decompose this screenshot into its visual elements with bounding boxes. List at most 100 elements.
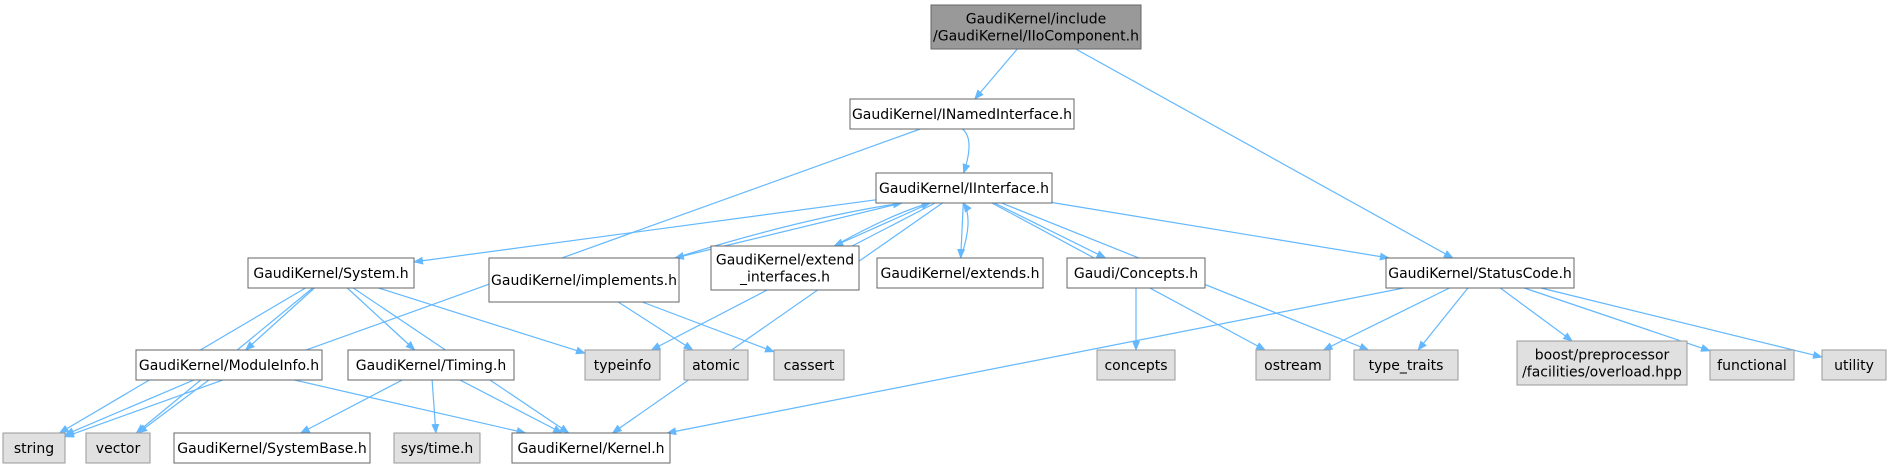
node-inamed[interactable]: GaudiKernel/INamedInterface.h	[849, 98, 1075, 130]
node-timing[interactable]: GaudiKernel/Timing.h	[347, 349, 515, 381]
edge-inamed-to-iinterface	[961, 128, 971, 174]
node-box-extend_if	[710, 245, 860, 291]
node-implements[interactable]: GaudiKernel/implements.h	[488, 257, 680, 303]
node-label-statuscode-0: GaudiKernel/StatusCode.h	[1388, 266, 1572, 282]
node-box-statuscode	[1385, 257, 1575, 289]
node-label-kernel-0: GaudiKernel/Kernel.h	[517, 441, 664, 457]
node-label-root-1: /GaudiKernel/IIoComponent.h	[933, 29, 1139, 45]
edge-moduleinfo-to-string	[64, 379, 195, 436]
node-label-ostream-0: ostream	[1264, 358, 1322, 374]
node-label-iinterface-0: GaudiKernel/IInterface.h	[879, 181, 1049, 197]
node-kernel[interactable]: GaudiKernel/Kernel.h	[511, 432, 671, 464]
edge-statuscode-to-kernel	[666, 287, 1404, 436]
node-box-cassert	[773, 349, 845, 381]
node-label-concepts_h-0: Gaudi/Concepts.h	[1074, 266, 1198, 282]
node-box-systembase	[173, 432, 371, 464]
node-label-root-0: GaudiKernel/include	[966, 12, 1107, 28]
node-utility: utility	[1821, 349, 1887, 381]
nodes-layer: GaudiKernel/include/GaudiKernel/IIoCompo…	[2, 4, 1887, 464]
node-systembase[interactable]: GaudiKernel/SystemBase.h	[173, 432, 371, 464]
node-box-timing	[347, 349, 515, 381]
node-box-string	[2, 432, 66, 464]
node-label-system-0: GaudiKernel/System.h	[253, 266, 408, 282]
node-extends[interactable]: GaudiKernel/extends.h	[876, 257, 1044, 289]
edge-implements-to-iinterface	[674, 200, 903, 259]
node-box-system	[247, 257, 415, 289]
node-ostream: ostream	[1255, 349, 1331, 381]
edge-iinterface-to-extend_if	[833, 202, 931, 247]
node-box-concepts_h	[1066, 257, 1206, 289]
node-box-kernel	[511, 432, 671, 464]
node-system[interactable]: GaudiKernel/System.h	[247, 257, 415, 289]
node-box-vector	[85, 432, 151, 464]
node-label-string-0: string	[14, 441, 54, 457]
node-atomic: atomic	[683, 349, 749, 381]
node-label-timing-0: GaudiKernel/Timing.h	[356, 358, 506, 374]
node-box-systime	[393, 432, 481, 464]
node-label-boost-0: boost/preprocessor	[1535, 348, 1670, 364]
node-label-type_traits-0: type_traits	[1369, 358, 1444, 374]
edge-statuscode-to-utility	[1540, 287, 1823, 359]
edge-implements-to-cassert	[641, 301, 775, 353]
edge-iinterface-to-concepts_h	[994, 202, 1107, 259]
edge-statuscode-to-boost	[1499, 287, 1574, 342]
node-box-functional	[1709, 349, 1795, 381]
edge-iinterface-to-statuscode	[1051, 201, 1390, 261]
edge-root-to-statuscode	[1075, 48, 1454, 259]
edge-extend_if-to-iinterface	[833, 201, 932, 247]
node-box-utility	[1821, 349, 1887, 381]
edge-root-to-inamed	[974, 48, 1018, 100]
node-label-extend_if-1: _interfaces.h	[739, 270, 830, 286]
node-box-atomic	[683, 349, 749, 381]
node-label-typeinfo-0: typeinfo	[594, 358, 652, 374]
node-statuscode[interactable]: GaudiKernel/StatusCode.h	[1385, 257, 1575, 289]
node-box-iinterface	[875, 172, 1053, 204]
node-label-atomic-0: atomic	[692, 358, 740, 374]
node-iinterface[interactable]: GaudiKernel/IInterface.h	[875, 172, 1053, 204]
node-label-moduleinfo-0: GaudiKernel/ModuleInfo.h	[139, 358, 319, 374]
edge-iinterface-to-implements	[673, 202, 903, 260]
node-label-functional-0: functional	[1717, 358, 1787, 374]
node-box-root	[930, 4, 1142, 50]
node-label-vector-0: vector	[96, 441, 141, 457]
edge-system-to-moduleinfo	[244, 287, 315, 351]
edge-statuscode-to-type_traits	[1417, 287, 1469, 351]
edge-statuscode-to-ostream	[1322, 287, 1450, 351]
node-extend_if[interactable]: GaudiKernel/extend_interfaces.h	[710, 245, 860, 291]
edge-iinterface-to-system	[413, 199, 877, 265]
edge-moduleinfo-to-kernel	[294, 379, 527, 435]
edge-timing-to-systembase	[299, 379, 403, 434]
node-boost: boost/preprocessor/facilities/overload.h…	[1516, 340, 1688, 386]
node-box-inamed	[849, 98, 1075, 130]
node-box-extends	[876, 257, 1044, 289]
node-box-implements	[488, 257, 680, 303]
node-typeinfo: typeinfo	[584, 349, 661, 381]
edge-timing-to-kernel	[459, 379, 563, 434]
node-moduleinfo[interactable]: GaudiKernel/ModuleInfo.h	[135, 349, 323, 381]
node-box-moduleinfo	[135, 349, 323, 381]
node-box-type_traits	[1353, 349, 1459, 381]
edge-moduleinfo-to-vector	[137, 379, 210, 434]
node-label-utility-0: utility	[1834, 358, 1874, 374]
node-systime: sys/time.h	[393, 432, 481, 464]
node-concepts: concepts	[1096, 349, 1176, 381]
node-label-extends-0: GaudiKernel/extends.h	[881, 266, 1040, 282]
node-label-boost-1: /facilities/overload.hpp	[1522, 365, 1682, 381]
node-box-ostream	[1255, 349, 1331, 381]
node-label-inamed-0: GaudiKernel/INamedInterface.h	[852, 107, 1072, 123]
node-functional: functional	[1709, 349, 1795, 381]
edge-iinterface-to-kernel	[611, 202, 943, 434]
node-box-boost	[1516, 340, 1688, 386]
node-cassert: cassert	[773, 349, 845, 381]
node-box-concepts	[1096, 349, 1176, 381]
edge-timing-to-systime	[431, 379, 440, 434]
node-label-concepts-0: concepts	[1104, 358, 1167, 374]
node-label-cassert-0: cassert	[784, 358, 835, 374]
node-label-systime-0: sys/time.h	[401, 441, 474, 457]
node-label-systembase-0: GaudiKernel/SystemBase.h	[177, 441, 366, 457]
node-label-implements-0: GaudiKernel/implements.h	[491, 273, 677, 289]
node-root: GaudiKernel/include/GaudiKernel/IIoCompo…	[930, 4, 1142, 50]
node-concepts_h[interactable]: Gaudi/Concepts.h	[1066, 257, 1206, 289]
edge-implements-to-atomic	[617, 301, 694, 351]
node-vector: vector	[85, 432, 151, 464]
